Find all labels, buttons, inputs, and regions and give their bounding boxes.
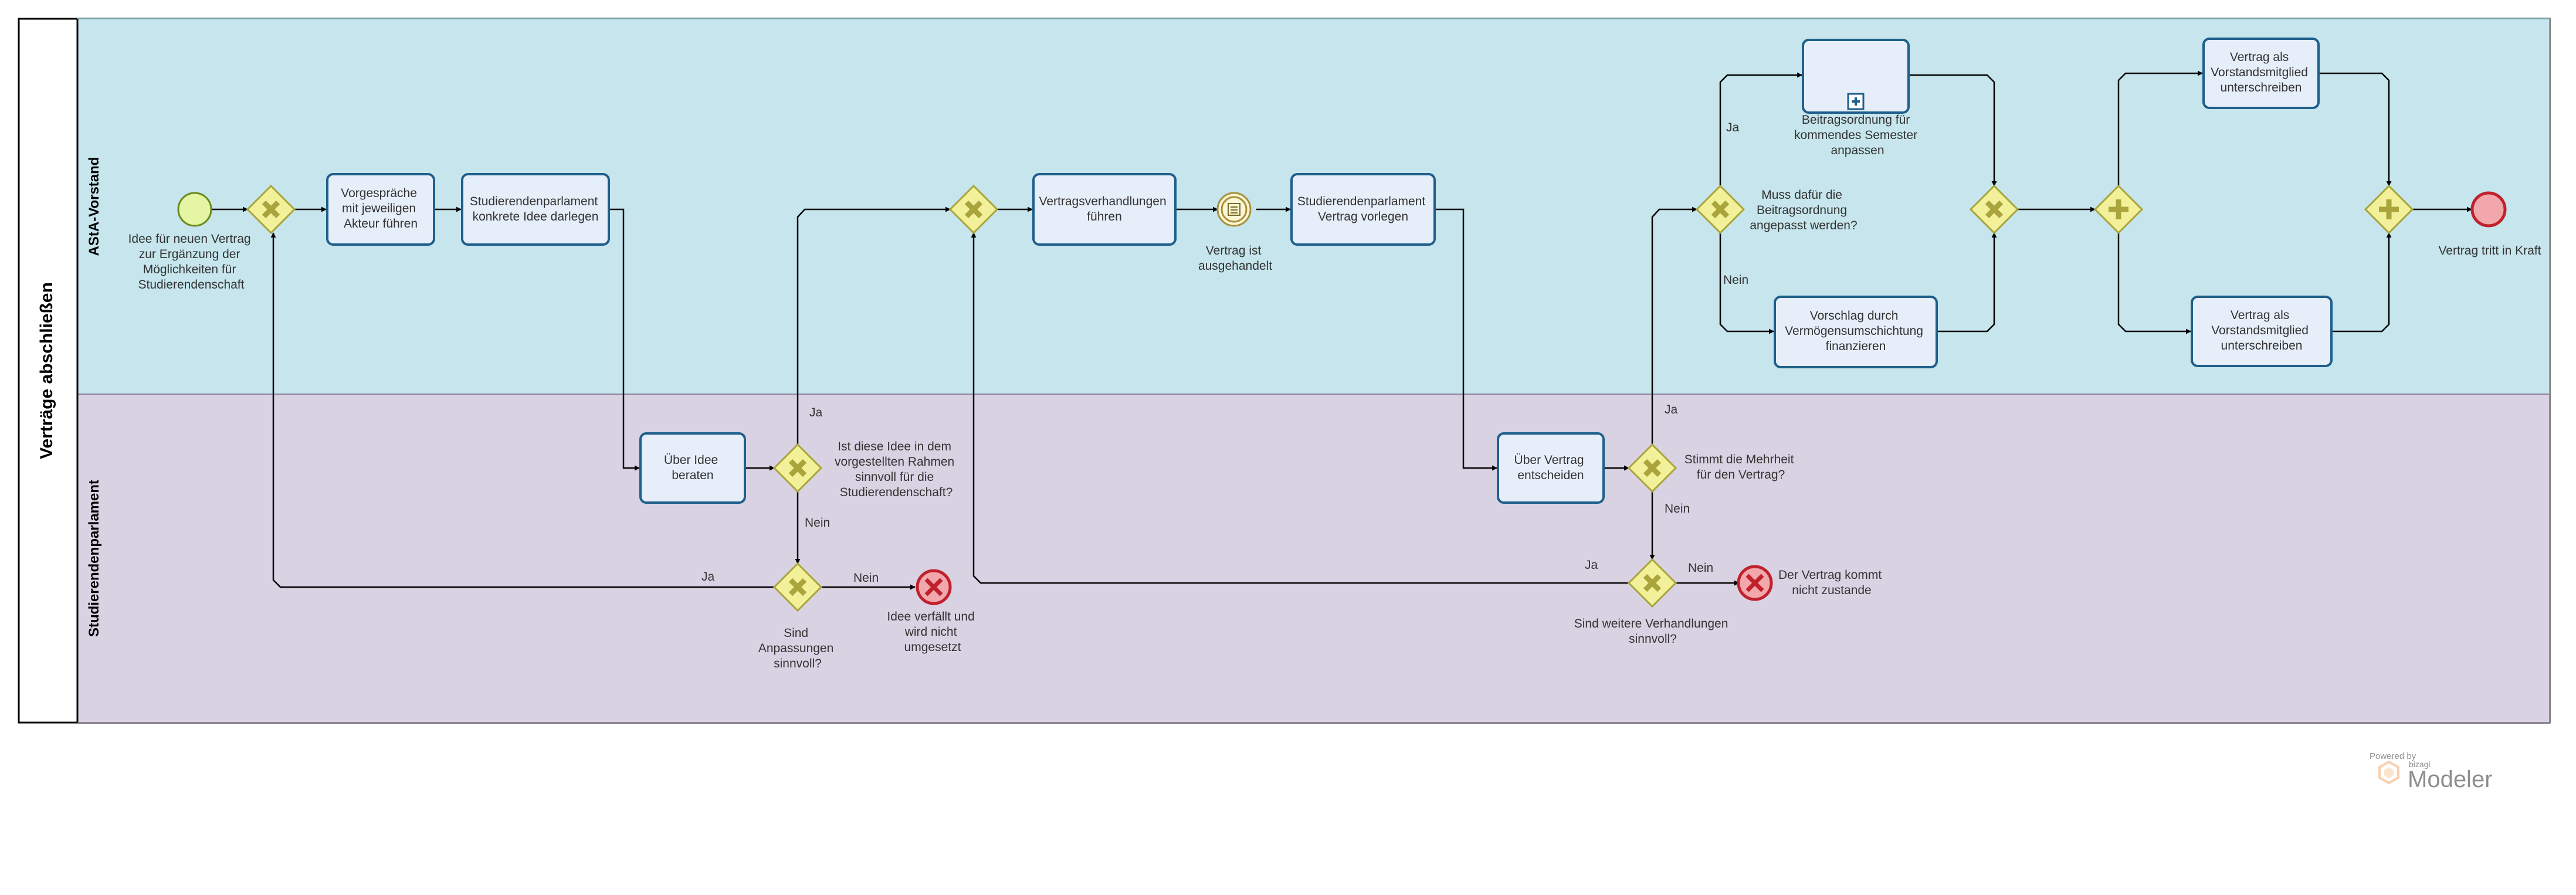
error-end-event-contract[interactable]: [1737, 565, 1773, 601]
exclusive-gateway-weitere-verhandlungen[interactable]: [1627, 558, 1677, 608]
exclusive-gateway-beitrag-frage[interactable]: [1695, 184, 1745, 235]
flow-label-ja: Ja: [1585, 558, 1598, 572]
gateway-label-mehrheit: Stimmt die Mehrheit für den Vertrag?: [1684, 453, 1798, 482]
exclusive-gateway-merge-beitrag[interactable]: [1969, 184, 2019, 235]
start-event[interactable]: [177, 192, 212, 227]
exclusive-gateway-anpassungen[interactable]: [772, 562, 823, 612]
gateway-label-sinnvoll: Ist diese Idee in dem vorgestellten Rahm…: [835, 440, 958, 499]
task-label: Über Vertrag entscheiden: [1514, 453, 1588, 482]
flow-label-nein: Nein: [1665, 502, 1690, 516]
task-idee-beraten[interactable]: [639, 432, 746, 504]
modeler-brand-text: Modeler: [2408, 767, 2493, 792]
task-label: Vertrag als Vorstandsmitglied unterschre…: [2211, 50, 2311, 94]
gateways: [246, 184, 2414, 612]
flow-label-nein: Nein: [805, 516, 830, 530]
bizagi-logo-icon: [2378, 760, 2399, 785]
lane-title-asta: AStA-Vorstand: [86, 157, 102, 256]
task-label: Studierendenparlament Vertrag vorlegen: [1297, 195, 1429, 223]
parallel-gateway-join[interactable]: [2364, 184, 2414, 235]
start-event-label: Idee für neuen Vertrag zur Ergänzung der…: [128, 232, 255, 291]
flow: [2117, 70, 2203, 186]
end-event-label: Vertrag tritt in Kraft: [2438, 244, 2541, 257]
flow-label-nein: Nein: [1723, 273, 1748, 287]
gateway-label-weitere-verhandlungen: Sind weitere Verhandlungen sinnvoll?: [1574, 617, 1732, 646]
parallel-gateway-split[interactable]: [2093, 184, 2144, 235]
error-icon: [924, 578, 943, 596]
gateway-label-anpassungen: Sind Anpassungen sinnvoll?: [758, 626, 837, 670]
flow-label-ja: Ja: [1726, 121, 1740, 134]
flow-labels: Ja Nein Nein Ja Ja Nein Nein Ja Ja Nein: [701, 121, 1748, 585]
flow: [2331, 232, 2392, 333]
flow: [2117, 233, 2191, 334]
error-idea-label: Idee verfällt und wird nicht umgesetzt: [887, 610, 978, 654]
task-label: Vorgespräche mit jeweiligen Akteur führe…: [341, 187, 420, 230]
flow: [1435, 208, 1497, 471]
flow-label-ja: Ja: [1665, 403, 1678, 416]
flow-ja-beitrag: [1719, 72, 1802, 186]
intermediate-event-label: Vertrag ist ausgehandelt: [1198, 244, 1272, 273]
exclusive-gateway-merge-start[interactable]: [246, 184, 296, 235]
task-vorgespraeche[interactable]: [326, 173, 435, 246]
expand-subprocess-icon[interactable]: [1847, 93, 1865, 110]
task-stupa-vertrag[interactable]: [1290, 173, 1436, 246]
flow-label-ja: Ja: [701, 570, 715, 584]
flow: [609, 208, 640, 471]
intermediate-event[interactable]: [1216, 192, 1252, 227]
end-event[interactable]: [2470, 191, 2507, 228]
exclusive-gateway-sinnvoll[interactable]: [772, 443, 823, 493]
task-label: Vertragsverhandlungen führen: [1039, 195, 1170, 223]
error-end-event-idea[interactable]: [916, 569, 952, 605]
bizagi-brand-text: bizagi: [2409, 760, 2431, 769]
error-contract-label: Der Vertrag kommt nicht zustande: [1778, 568, 1885, 597]
flow: [2319, 72, 2392, 187]
exclusive-gateway-mehrheit[interactable]: [1627, 443, 1677, 493]
task-label: Über Idee beraten: [664, 453, 721, 482]
events: Idee für neuen Vertrag zur Ergänzung der…: [128, 191, 2541, 654]
exclusive-gateway-merge-verhandlungen[interactable]: [948, 184, 999, 235]
flow-label-nein: Nein: [1688, 561, 1713, 575]
pool: Verträge abschließen AStA-Vorstand Studi…: [18, 18, 2551, 724]
flow-ja-up: [1651, 206, 1697, 445]
error-icon: [1745, 574, 1764, 592]
subprocess-label: Beitragsordnung für kommendes Semester a…: [1794, 113, 1921, 157]
task-label: Vorschlag durch Vermögensumschichtung fi…: [1785, 309, 1927, 353]
task-stupa-idee[interactable]: [461, 173, 610, 246]
watermark: Powered by bizagi Modeler: [2370, 751, 2493, 792]
lane-studierendenparlament: [77, 394, 2550, 723]
flow-nein-vermoegen: [1719, 233, 1774, 334]
flow-ja-back: [270, 232, 774, 588]
lane-title-stupa: Studierendenparlament: [86, 480, 102, 637]
gateway-labels: Ist diese Idee in dem vorgestellten Rahm…: [758, 188, 1858, 670]
task-label: Vertrag als Vorstandsmitglied unterschre…: [2211, 308, 2312, 352]
pool-title: Verträge abschließen: [37, 282, 56, 459]
flow: [1909, 74, 1997, 187]
flow: [1937, 232, 1997, 333]
flow-ja-to-verhandlungen: [796, 206, 951, 445]
task-vertrag-entscheiden[interactable]: [1497, 432, 1605, 504]
task-unterschreiben-1[interactable]: [2202, 38, 2320, 109]
flow-label-nein: Nein: [853, 571, 879, 585]
subprocess-beitragsordnung[interactable]: [1802, 39, 1910, 114]
task-label: Studierendenparlament konkrete Idee darl…: [470, 195, 601, 223]
message-icon: [1228, 203, 1240, 216]
task-unterschreiben-2[interactable]: [2191, 296, 2333, 367]
task-vermoegen[interactable]: [1774, 296, 1938, 368]
flow-ja-back2: [971, 232, 1629, 584]
tasks: Vorgespräche mit jeweiligen Akteur führe…: [326, 38, 2333, 504]
gateway-label-beitrag-frage: Muss dafür die Beitragsordnung angepasst…: [1750, 188, 1857, 232]
flow-label-ja: Ja: [809, 406, 823, 419]
powered-by-text: Powered by: [2370, 751, 2416, 761]
task-vertragsverhandlungen[interactable]: [1032, 173, 1177, 246]
